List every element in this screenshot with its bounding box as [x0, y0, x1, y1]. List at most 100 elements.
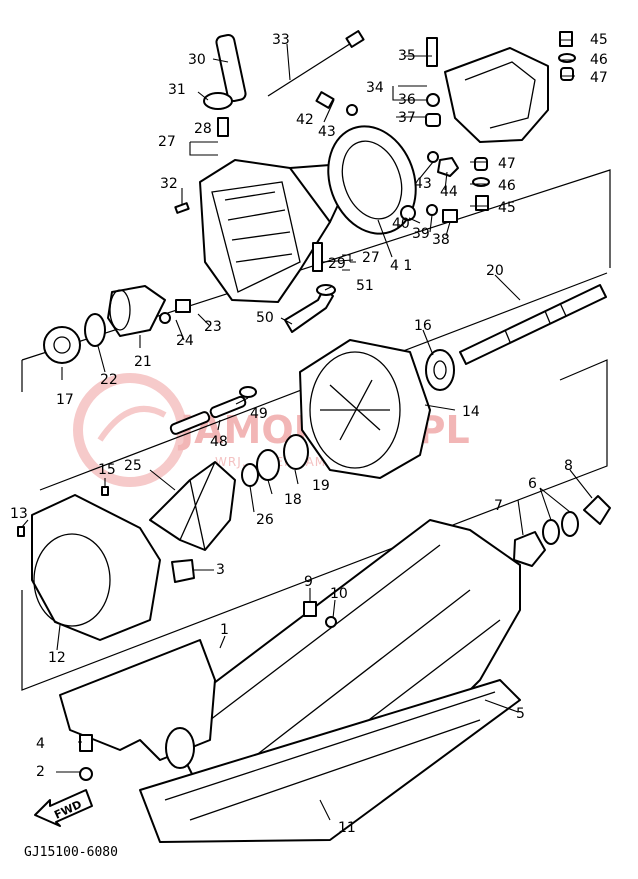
callout-45b: 45: [498, 200, 516, 216]
callout-25: 25: [124, 458, 142, 474]
callout-51: 51: [356, 278, 374, 294]
part-39-washer: [426, 204, 438, 216]
callout-48: 48: [210, 434, 228, 450]
callout-35: 35: [398, 48, 416, 64]
part-33-rod: [267, 39, 357, 97]
part-46-washer: [558, 53, 576, 63]
part-29-stud: [312, 242, 323, 272]
part-50-hose: [284, 287, 334, 333]
callout-20: 20: [486, 263, 504, 279]
callout-44: 44: [440, 184, 458, 200]
bearing-group: [17, 284, 607, 641]
part-10-washer: [325, 616, 337, 628]
part-4-bolt: [79, 734, 93, 752]
part-22-o-ring: [84, 313, 106, 347]
callout-40: 40: [392, 216, 410, 232]
callout-6: 6: [528, 476, 537, 492]
part-6a-ring: [542, 519, 560, 545]
callout-37: 37: [398, 110, 416, 126]
callout-11: 11: [338, 820, 356, 836]
part-18-spacer: [256, 449, 280, 481]
callout-46b: 46: [498, 178, 516, 194]
part-30-hose: [215, 33, 247, 103]
cap-group: [513, 495, 611, 567]
duct-group: [59, 519, 521, 843]
document-code: GJ15100-6080: [24, 845, 118, 860]
part-36-washer: [426, 93, 440, 107]
callout-34: 34: [366, 80, 384, 96]
fwd-arrow: FWD: [34, 789, 93, 827]
callout-3: 3: [216, 562, 225, 578]
callout-18: 18: [284, 492, 302, 508]
callout-21: 21: [134, 354, 152, 370]
callout-47a: 47: [590, 70, 608, 86]
callout-4: 4: [36, 736, 45, 752]
callout-41: 4 1: [390, 258, 412, 274]
callout-2: 2: [36, 764, 45, 780]
callout-19: 19: [312, 478, 330, 494]
part-49-clamp: [239, 386, 257, 398]
part-23-bolt: [175, 299, 191, 313]
part-48-tube: [169, 411, 211, 435]
part-14-impeller-housing: [299, 339, 431, 479]
part-41-steering-ring: [327, 125, 417, 235]
part-20-drive-shaft: [459, 284, 607, 365]
callout-7: 7: [494, 498, 503, 514]
part-46b-washer: [472, 177, 490, 187]
callout-17: 17: [56, 392, 74, 408]
callout-13: 13: [10, 506, 28, 522]
part-9-bolt: [303, 601, 317, 617]
callout-16: 16: [414, 318, 432, 334]
part-47-collar: [560, 67, 574, 81]
callout-45a: 45: [590, 32, 608, 48]
callout-24: 24: [176, 333, 194, 349]
callout-15: 15: [98, 462, 116, 478]
part-45-bolt: [559, 31, 573, 47]
part-2-washer: [79, 767, 93, 781]
callout-36: 36: [398, 92, 416, 108]
callout-29: 29: [328, 256, 346, 272]
part-7-nut: [513, 531, 546, 567]
callout-43b: 43: [414, 176, 432, 192]
part-21-cap: [107, 285, 166, 337]
part-37-collar: [425, 113, 441, 127]
callout-labels: 30 31 33 28 27 32 42 43 35 34 36 37 43 4…: [10, 32, 608, 836]
part-17-bearing: [43, 326, 81, 364]
part-24-washer: [159, 312, 171, 324]
callout-50: 50: [256, 310, 274, 326]
callout-9: 9: [304, 574, 313, 590]
part-16-bearing: [425, 349, 455, 391]
part-19-seal: [283, 434, 309, 470]
callout-32: 32: [160, 176, 178, 192]
callout-28: 28: [194, 121, 212, 137]
part-47b-collar: [474, 157, 488, 171]
callout-47b: 47: [498, 156, 516, 172]
callout-49: 49: [250, 406, 268, 422]
callout-22: 22: [100, 372, 118, 388]
callout-27b: 27: [362, 250, 380, 266]
part-15-pin: [101, 486, 109, 496]
callout-42: 42: [296, 112, 314, 128]
part-3-fitting: [171, 559, 195, 583]
callout-46a: 46: [590, 52, 608, 68]
part-43b-washer: [427, 151, 439, 163]
nozzle-group: [174, 30, 576, 333]
callout-1: 1: [220, 622, 229, 638]
callout-43a: 43: [318, 124, 336, 140]
part-28-collar: [217, 117, 229, 137]
callout-14: 14: [462, 404, 480, 420]
part-40-bushing: [400, 205, 416, 221]
part-42-bolt: [315, 91, 335, 109]
callout-23: 23: [204, 319, 222, 335]
callout-8: 8: [564, 458, 573, 474]
callout-26: 26: [256, 512, 274, 528]
callout-33: 33: [272, 32, 290, 48]
part-45b-bolt: [475, 195, 489, 211]
part-25-impeller: [149, 461, 236, 551]
callout-30: 30: [188, 52, 206, 68]
callout-27a: 27: [158, 134, 176, 150]
part-32-pin: [174, 202, 190, 214]
part-26-washer: [241, 463, 259, 487]
part-44-nut: [437, 157, 459, 177]
